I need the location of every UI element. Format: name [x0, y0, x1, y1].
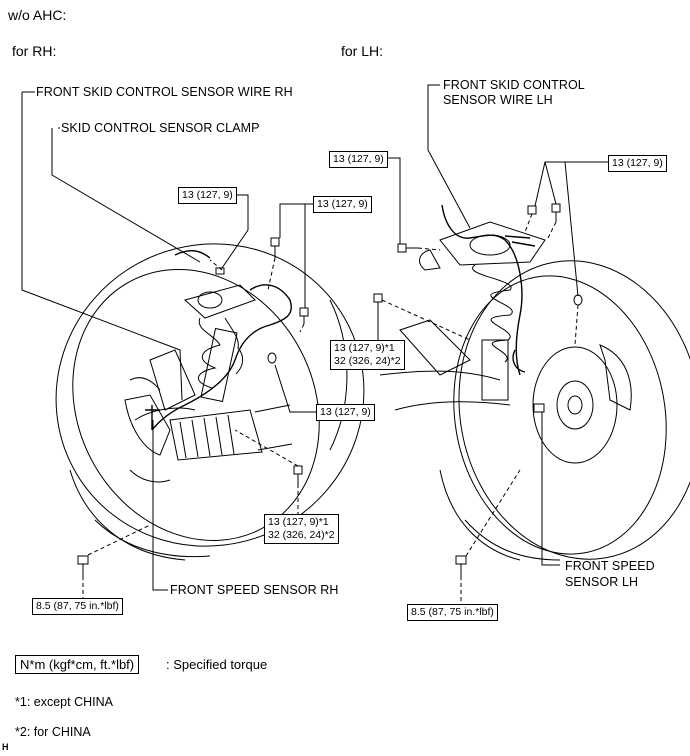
rh-wire-leader	[21, 91, 183, 401]
torque-value-line2: 32 (326, 24)*2	[268, 529, 335, 541]
lh-wire-label: FRONT SKID CONTROL SENSOR WIRE LH	[443, 78, 585, 108]
rh-sensor-label: FRONT SPEED SENSOR RH	[170, 583, 339, 597]
rh-nut-torque: 13 (127, 9)	[316, 404, 375, 421]
rh-bracket-bolt-torque: 13 (127, 9)	[313, 196, 372, 213]
lh-top-bolts-torque: 13 (127, 9)	[608, 155, 667, 172]
legend-unit-box: N*m (kgf*cm, ft.*lbf)	[15, 655, 140, 674]
rh-clamp-bolt-torque: 13 (127, 9)	[178, 187, 237, 204]
lh-sensor-bolt-torque: 8.5 (87, 75 in.*lbf)	[407, 604, 498, 621]
lh-sensor-wire	[441, 204, 536, 376]
rh-clamp-leader	[51, 127, 201, 263]
torque-value: 8.5 (87, 75 in.*lbf)	[411, 606, 494, 618]
torque-value: 13 (127, 9)	[320, 406, 371, 418]
lh-wire-label-line2: SENSOR WIRE LH	[443, 93, 553, 107]
lh-tire	[439, 260, 690, 561]
lh-sensor-leader	[541, 412, 560, 566]
lh-top-bolts-leader	[534, 161, 608, 297]
rh-clamp-bolt-leader	[221, 194, 249, 269]
rh-nut-leader	[274, 364, 316, 413]
lh-sensor-label-line2: SENSOR LH	[565, 575, 639, 589]
torque-value-line2: 32 (326, 24)*2	[334, 355, 401, 367]
torque-value: 13 (127, 9)	[317, 198, 368, 210]
lh-left-bolt-leader	[388, 157, 401, 244]
lh-wire-label-line1: FRONT SKID CONTROL	[443, 78, 585, 92]
rh-lower-bolt-torque: 13 (127, 9)*1 32 (326, 24)*2	[264, 514, 339, 544]
rh-clamp-label: SKID CONTROL SENSOR CLAMP	[61, 121, 260, 135]
lh-section-title: for LH:	[341, 43, 384, 59]
legend-note-1: *1: except CHINA	[15, 695, 113, 709]
torque-value: 13 (127, 9)	[333, 153, 384, 165]
lh-wire-leader	[427, 84, 471, 229]
rh-tire	[55, 243, 365, 561]
lh-left-bolt-torque: 13 (127, 9)	[329, 151, 388, 168]
rh-bracket-bolt-leader	[279, 203, 313, 308]
legend-unit-desc: : Specified torque	[166, 657, 268, 672]
legend-note-2: *2: for CHINA	[15, 725, 91, 739]
rh-sensor-wire	[145, 250, 292, 431]
torque-value-line1: 13 (127, 9)*1	[334, 342, 395, 354]
lh-sensor-label: FRONT SPEED SENSOR LH	[565, 558, 655, 590]
torque-value: 13 (127, 9)	[612, 157, 663, 169]
torque-value-line1: 13 (127, 9)*1	[268, 516, 329, 528]
rh-dashed-leaders	[82, 257, 305, 598]
torque-value: 8.5 (87, 75 in.*lbf)	[36, 600, 119, 612]
lh-mid-bolt-torque: 13 (127, 9)*1 32 (326, 24)*2	[330, 340, 405, 370]
rh-sensor-leader	[152, 420, 168, 591]
lh-dashed-leaders	[381, 213, 579, 604]
lh-sensor-label-line1: FRONT SPEED	[565, 559, 655, 573]
torque-value: 13 (127, 9)	[182, 189, 233, 201]
rh-section-title: for RH:	[12, 43, 57, 59]
lh-bolts	[373, 203, 583, 576]
rh-strut	[124, 284, 293, 483]
rh-sensor-bolt-torque: 8.5 (87, 75 in.*lbf)	[32, 598, 123, 615]
variant-title: w/o AHC:	[8, 7, 67, 23]
figure-code: H	[2, 742, 9, 752]
rh-wire-label: FRONT SKID CONTROL SENSOR WIRE RH	[36, 85, 293, 99]
